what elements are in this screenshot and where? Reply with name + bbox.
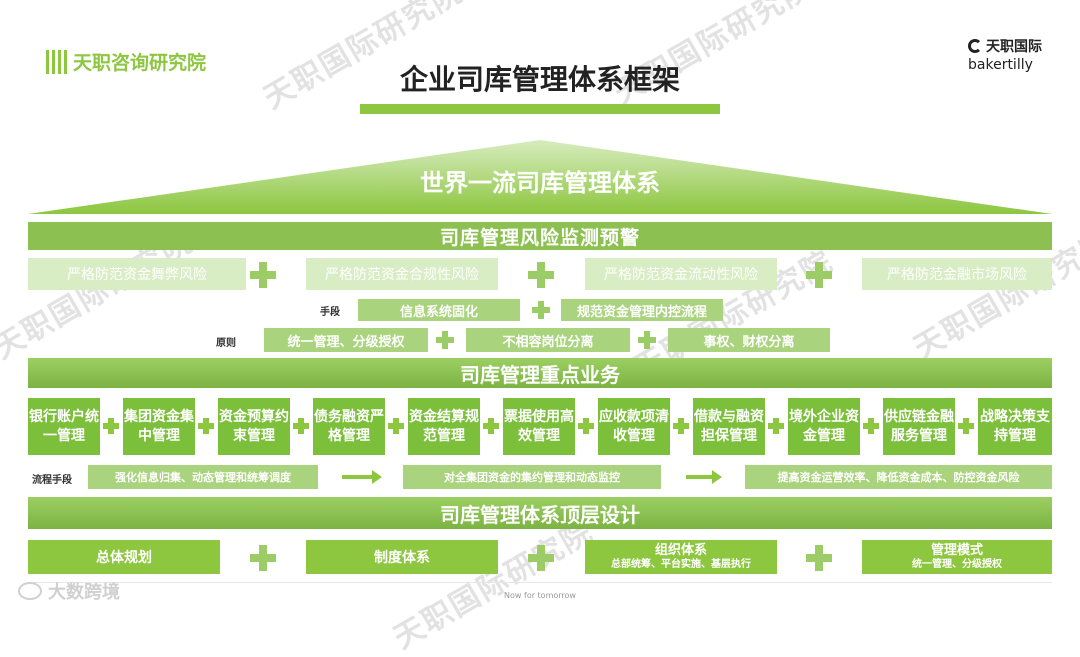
roof-title: 世界一流司库管理体系 bbox=[420, 168, 660, 197]
brand-right-cn: 天职国际 bbox=[986, 39, 1042, 55]
business-item: 应收款项清收管理 bbox=[598, 398, 670, 455]
arrow-right-icon bbox=[686, 470, 722, 484]
footer-tagline: Now for tomorrow bbox=[504, 590, 576, 600]
top-design-title: 总体规划 bbox=[96, 550, 152, 566]
business-item: 票据使用高效管理 bbox=[503, 398, 575, 455]
plus-icon bbox=[293, 418, 309, 434]
principle-item: 事权、财权分离 bbox=[668, 328, 830, 352]
process-item: 提高资金运营效率、降低资金成本、防控资金风险 bbox=[745, 465, 1052, 489]
business-item: 借款与融资担保管理 bbox=[693, 398, 765, 455]
plus-icon bbox=[673, 418, 689, 434]
plus-icon bbox=[436, 331, 454, 349]
plus-icon bbox=[806, 262, 832, 288]
footer-rule bbox=[28, 582, 1052, 583]
business-item: 资金结算规范管理 bbox=[408, 398, 480, 455]
principle-item: 不相容岗位分离 bbox=[466, 328, 630, 352]
risk-item: 严格防范资金舞弊风险 bbox=[28, 258, 246, 290]
business-item: 战略决策支持管理 bbox=[978, 398, 1052, 455]
business-item: 境外企业资金管理 bbox=[788, 398, 860, 455]
risk-item: 严格防范资金合规性风险 bbox=[306, 258, 498, 290]
top-design-sub: 统一管理、分级授权 bbox=[912, 559, 1002, 570]
means-item: 规范资金管理内控流程 bbox=[561, 299, 723, 321]
plus-icon bbox=[578, 418, 594, 434]
title-underline bbox=[360, 104, 720, 114]
page-title: 企业司库管理体系框架 bbox=[399, 63, 680, 96]
plus-icon bbox=[250, 262, 276, 288]
source-logo-text: 大数跨境 bbox=[48, 582, 120, 603]
top-design-banner: 司库管理体系顶层设计 bbox=[28, 497, 1052, 529]
top-design-title: 组织体系 bbox=[654, 543, 707, 558]
means-item: 信息系统固化 bbox=[358, 299, 520, 321]
plus-icon bbox=[483, 418, 499, 434]
plus-icon bbox=[528, 262, 554, 288]
process-label: 流程手段 bbox=[32, 475, 72, 486]
principle-label: 原则 bbox=[216, 338, 236, 349]
brand-logo-right: 天职国际 bakertilly bbox=[968, 36, 1042, 73]
business-banner: 司库管理重点业务 bbox=[28, 358, 1052, 388]
plus-icon bbox=[103, 418, 119, 434]
top-design-item: 组织体系 总部统筹、平台实施、基层执行 bbox=[585, 540, 777, 574]
plus-icon bbox=[198, 418, 214, 434]
risk-item: 严格防范金融市场风险 bbox=[862, 258, 1052, 290]
plus-icon bbox=[528, 545, 554, 571]
risk-banner: 司库管理风险监测预警 bbox=[28, 222, 1052, 250]
bakertilly-icon bbox=[968, 39, 982, 53]
process-item: 强化信息归集、动态管理和统筹调度 bbox=[88, 465, 318, 489]
top-design-item: 管理模式 统一管理、分级授权 bbox=[862, 540, 1052, 574]
source-logo-icon bbox=[18, 582, 42, 600]
business-item: 银行账户统一管理 bbox=[28, 398, 100, 455]
business-item: 债务融资严格管理 bbox=[313, 398, 385, 455]
plus-icon bbox=[388, 418, 404, 434]
brand-logo-left: 天职咨询研究院 bbox=[46, 48, 206, 75]
brand-name: 天职咨询研究院 bbox=[73, 52, 207, 74]
top-design-title: 制度体系 bbox=[374, 550, 430, 566]
plus-icon bbox=[638, 331, 656, 349]
top-design-sub: 总部统筹、平台实施、基层执行 bbox=[611, 559, 751, 570]
business-item: 集团资金集中管理 bbox=[123, 398, 195, 455]
plus-icon bbox=[250, 545, 276, 571]
arrow-right-icon bbox=[342, 470, 382, 484]
plus-icon bbox=[958, 418, 974, 434]
top-design-item: 总体规划 bbox=[28, 540, 220, 574]
plus-icon bbox=[806, 545, 832, 571]
plus-icon bbox=[863, 418, 879, 434]
means-label: 手段 bbox=[320, 307, 340, 318]
top-design-title: 管理模式 bbox=[930, 543, 983, 558]
risk-item: 严格防范资金流动性风险 bbox=[585, 258, 777, 290]
bars-icon bbox=[46, 49, 67, 74]
plus-icon bbox=[768, 418, 784, 434]
brand-right-en: bakertilly bbox=[968, 57, 1033, 73]
source-logo: 大数跨境 bbox=[18, 578, 120, 604]
principle-item: 统一管理、分级授权 bbox=[264, 328, 428, 352]
plus-icon bbox=[532, 301, 550, 319]
business-item: 供应链金融服务管理 bbox=[883, 398, 955, 455]
top-design-item: 制度体系 bbox=[306, 540, 498, 574]
business-item: 资金预算约束管理 bbox=[218, 398, 290, 455]
roof-triangle bbox=[28, 140, 1052, 214]
process-item: 对全集团资金的集约管理和动态监控 bbox=[403, 465, 661, 489]
